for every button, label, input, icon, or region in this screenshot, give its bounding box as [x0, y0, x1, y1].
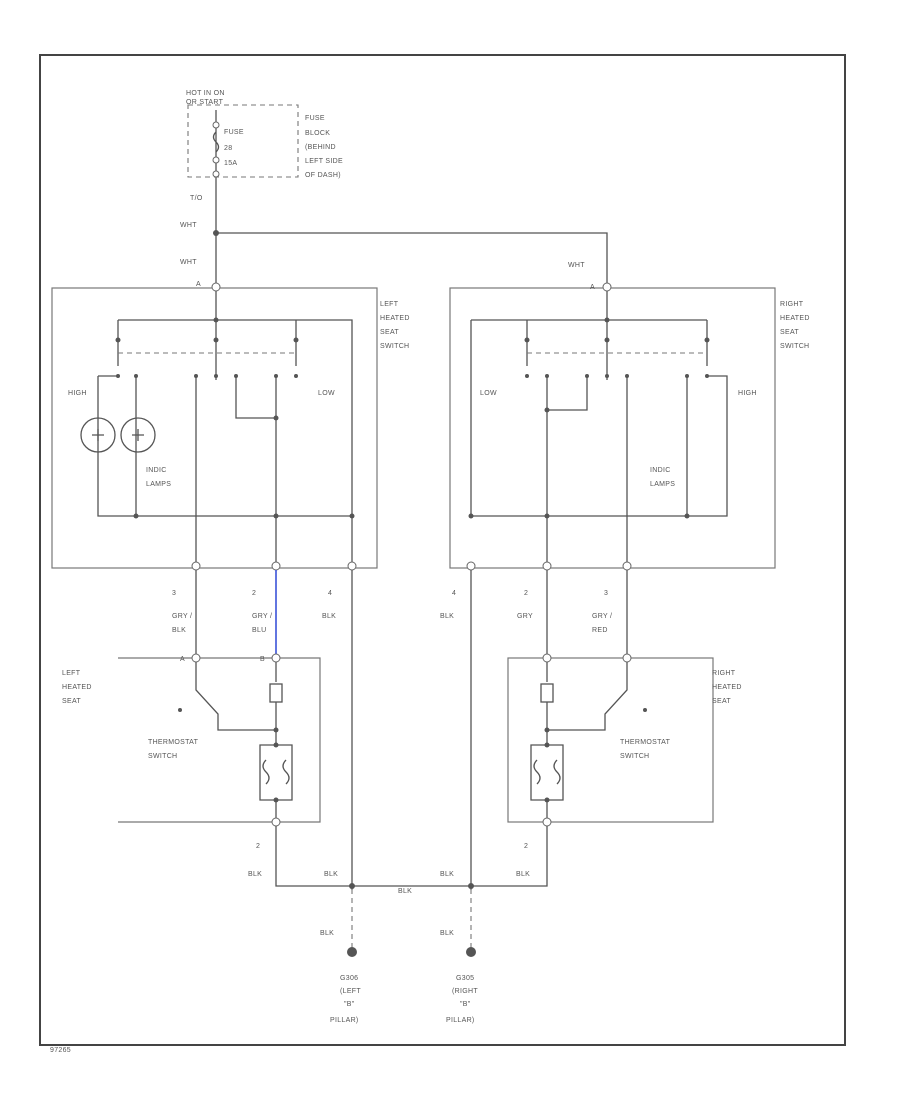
right-wire-gry: GRY	[517, 613, 533, 620]
right-ground-id: G305	[456, 975, 474, 982]
left-ground-wire: BLK	[320, 930, 334, 937]
right-switch-box	[449, 287, 776, 569]
fuse-block-line-5: OF DASH)	[305, 172, 341, 179]
right-seat-title-2: HEATED	[712, 684, 742, 691]
fuse-block-line-4: LEFT SIDE	[305, 158, 343, 165]
left-indicator-label-1: INDIC	[146, 467, 167, 474]
ground-wire-5: BLK	[516, 871, 530, 878]
fuse-rating: 15A	[224, 160, 237, 167]
right-indicator-label-1: INDIC	[650, 467, 671, 474]
left-thermostat-1: THERMOSTAT	[148, 739, 199, 746]
left-switch-title-3: SEAT	[380, 329, 399, 336]
hot-label-2: OR START	[186, 99, 224, 106]
wire-right-sw-label: WHT	[568, 262, 585, 269]
left-wire-blk: BLK	[172, 627, 186, 634]
right-harness: 4 2 3 BLK GRY GRY / RED	[440, 570, 628, 890]
left-heated-seat-switch: A LEFT HEATED SEAT SWITCH	[51, 281, 410, 571]
fuse-number: 28	[224, 145, 232, 152]
right-indicator-label-2: LAMPS	[650, 481, 675, 488]
left-indicator-lamp-1	[80, 417, 116, 453]
left-high-label: HIGH	[68, 390, 87, 397]
right-pin-3: 3	[604, 590, 608, 597]
left-switch-pin-a: A	[196, 281, 201, 288]
left-switch-title-1: LEFT	[380, 301, 399, 308]
hot-label: HOT IN ON	[186, 90, 225, 97]
right-low-label: LOW	[480, 390, 497, 397]
left-switch-title-2: HEATED	[380, 315, 410, 322]
ground-wire-2: BLK	[324, 871, 338, 878]
left-ground-id: G306	[340, 975, 358, 982]
ground-wire-1: BLK	[248, 871, 262, 878]
right-seat-title-3: SEAT	[712, 698, 731, 705]
right-thermostat-1: THERMOSTAT	[620, 739, 671, 746]
left-seat-title-1: LEFT	[62, 670, 81, 677]
right-thermostat-2: SWITCH	[620, 753, 649, 760]
ground-wire-4: BLK	[440, 871, 454, 878]
right-seat-title-1: RIGHT	[712, 670, 736, 677]
left-seat-title-3: SEAT	[62, 698, 81, 705]
left-thermostat-2: SWITCH	[148, 753, 177, 760]
right-ground-line-3: "B"	[460, 1001, 471, 1008]
left-pin-2: 2	[252, 590, 256, 597]
wire-main-label: WHT	[180, 222, 197, 229]
fuse-block-line-3: (BEHIND	[305, 144, 336, 151]
right-ground-point	[466, 947, 476, 957]
right-pin-4: 4	[452, 590, 456, 597]
fuse-label: FUSE	[224, 129, 244, 136]
right-switch-pin-a: A	[590, 284, 595, 291]
left-low-label: LOW	[318, 390, 335, 397]
right-seat-bottom-pin: 2	[524, 843, 528, 850]
left-ground-point	[347, 947, 357, 957]
left-seat-title-2: HEATED	[62, 684, 92, 691]
right-seat-box	[507, 657, 714, 823]
right-ground-line-4: PILLAR)	[446, 1017, 475, 1024]
left-switch-box	[51, 287, 378, 569]
right-high-label: HIGH	[738, 390, 757, 397]
left-wire-gry: GRY /	[172, 613, 192, 620]
left-seat-pin-a: A	[180, 656, 185, 663]
left-pin-4: 4	[328, 590, 332, 597]
left-wire-gry-2: GRY /	[252, 613, 272, 620]
left-pin-3: 3	[172, 590, 176, 597]
left-heated-seat: LEFT HEATED SEAT A B THERMOSTAT SWITCH 2	[62, 653, 321, 850]
right-switch-title-4: SWITCH	[780, 343, 809, 350]
figure-id: 97265	[50, 1047, 71, 1054]
left-seat-pin-b: B	[260, 656, 265, 663]
power-source: HOT IN ON OR START FUSE 28 15A FUSE BLOC…	[180, 90, 608, 290]
fuse-block-outline	[187, 104, 299, 178]
right-wire-gry-2: GRY /	[592, 613, 612, 620]
fuse-block-line-2: BLOCK	[305, 130, 330, 137]
right-pin-2: 2	[524, 590, 528, 597]
right-ground-wire: BLK	[440, 930, 454, 937]
left-wire-blu: BLU	[252, 627, 267, 634]
ground-circuit: BLK BLK BLK BLK BLK BLK BLK G306 (LEFT "…	[248, 826, 548, 1024]
right-switch-title-2: HEATED	[780, 315, 810, 322]
right-heated-seat: RIGHT HEATED SEAT THERMOSTAT SWITCH 2	[507, 653, 742, 850]
left-harness: 3 2 4 GRY / BLK GRY / BLU BLK	[172, 570, 353, 890]
left-seat-box	[118, 657, 321, 823]
right-ground-line-2: (RIGHT	[452, 988, 478, 995]
left-wire-blk-2: BLK	[322, 613, 336, 620]
diagram-frame	[39, 54, 846, 1046]
fuse-block-line-1: FUSE	[305, 115, 325, 122]
right-wire-red: RED	[592, 627, 608, 634]
left-ground-line-2: (LEFT	[340, 988, 361, 995]
right-heated-seat-switch: A RIGHT HEATED SEAT SWITCH LOW HIGH INDI…	[449, 282, 810, 571]
ground-wire-3: BLK	[398, 888, 412, 895]
left-ground-line-4: PILLAR)	[330, 1017, 359, 1024]
left-indicator-lamp-2	[120, 417, 156, 453]
left-switch-title-4: SWITCH	[380, 343, 409, 350]
left-indicator-label-2: LAMPS	[146, 481, 171, 488]
left-ground-line-3: "B"	[344, 1001, 355, 1008]
right-wire-blk: BLK	[440, 613, 454, 620]
right-switch-title-3: SEAT	[780, 329, 799, 336]
left-seat-bottom-pin: 2	[256, 843, 260, 850]
wire-left-sw-label: WHT	[180, 259, 197, 266]
wire-top-label: T/O	[190, 195, 203, 202]
right-switch-title-1: RIGHT	[780, 301, 804, 308]
